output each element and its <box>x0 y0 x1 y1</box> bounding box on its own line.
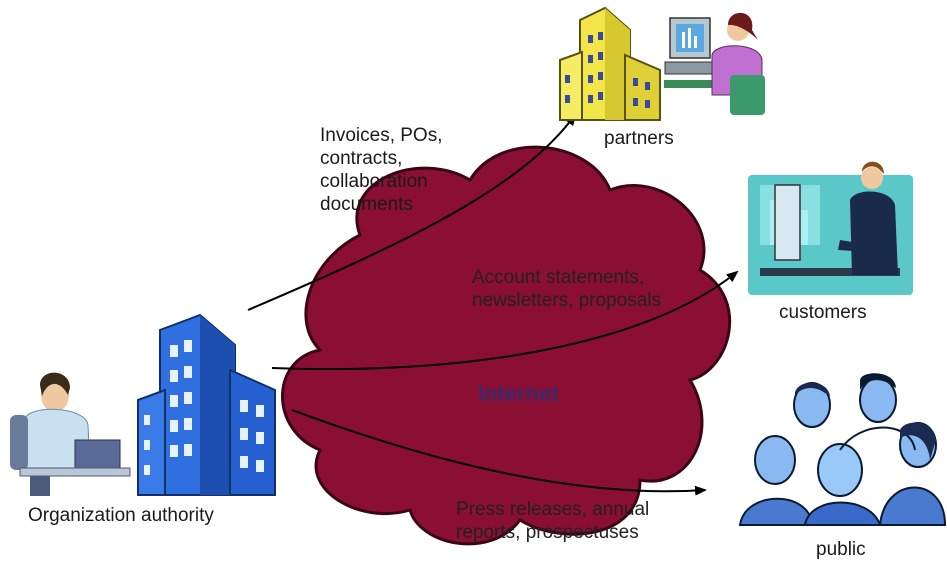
arrow-to-customers <box>271 270 739 371</box>
arrow-to-public <box>291 409 707 496</box>
partners-flow-line: contracts, <box>320 148 403 169</box>
customers-flow-label: Account statements, newsletters, proposa… <box>472 266 661 312</box>
partners-worker-icon <box>664 12 765 115</box>
customers-worker-icon <box>748 161 913 295</box>
customers-label: customers <box>779 302 867 323</box>
organization-authority-label: Organization authority <box>28 505 214 526</box>
organization-building-icon <box>137 313 276 496</box>
customers-flow-line: Account statements, <box>472 267 645 288</box>
customers-flow-line: newsletters, proposals <box>472 290 662 311</box>
public-label: public <box>816 539 866 560</box>
public-group-icon <box>725 373 947 526</box>
partners-building-icon <box>559 6 661 121</box>
public-flow-label: Press releases, annual reports, prospect… <box>456 498 649 544</box>
internet-label: Internet <box>478 381 559 406</box>
public-flow-line: reports, prospectuses <box>456 522 639 543</box>
partners-flow-label: Invoices, POs, contracts, collaboration … <box>320 124 443 216</box>
arrow-to-partners <box>247 113 577 311</box>
partners-label: partners <box>604 128 674 149</box>
partners-flow-line: collaboration <box>320 171 428 192</box>
public-flow-line: Press releases, annual <box>456 499 650 520</box>
partners-flow-line: documents <box>320 194 413 215</box>
partners-flow-line: Invoices, POs, <box>320 125 443 146</box>
organization-worker-icon <box>10 372 131 496</box>
